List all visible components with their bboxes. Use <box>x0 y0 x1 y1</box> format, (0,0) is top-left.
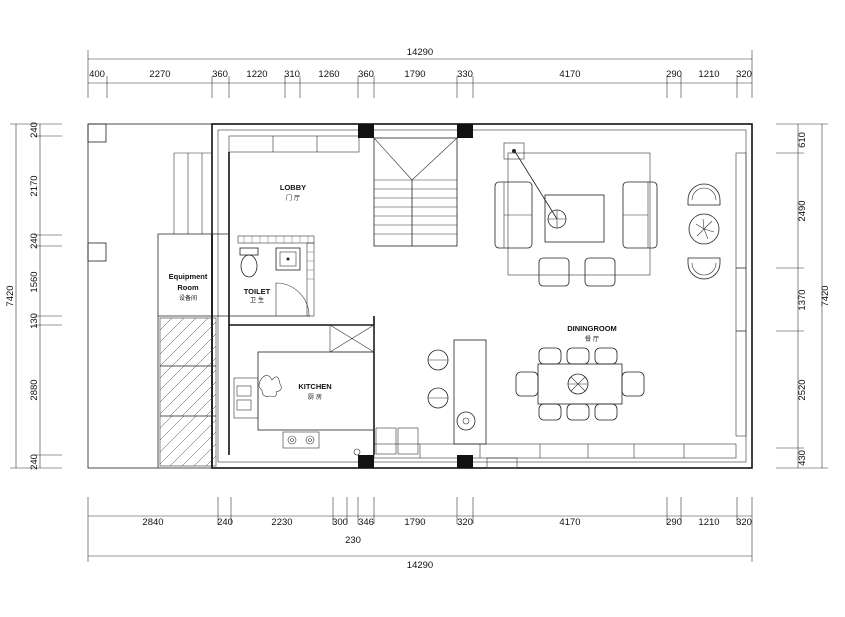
dim-top-13: 320 <box>736 69 752 80</box>
dim-bottom-extra: 230 <box>345 535 361 546</box>
dim-bottom-1: 2840 <box>142 517 163 528</box>
side-plant <box>688 213 720 245</box>
dim-right-total: 7420 <box>820 285 831 306</box>
toilet-label: TOILET <box>244 287 271 296</box>
dim-right-2: 2490 <box>797 200 808 221</box>
column-bottom-2 <box>457 455 473 468</box>
bar-sink <box>456 411 476 431</box>
dim-top-6: 1260 <box>318 69 339 80</box>
lobby-label: LOBBY <box>280 183 306 192</box>
dim-bottom-total: 14290 <box>407 560 433 571</box>
toilet-room: TOILET 卫 生 <box>237 235 315 317</box>
column-top-2 <box>457 124 473 138</box>
kitchen-fridge <box>329 324 375 353</box>
dining-room: DININGROOM 餐 厅 <box>515 324 645 421</box>
dim-bottom-10: 1210 <box>698 517 719 528</box>
toilet-door <box>275 282 310 317</box>
dim-left-5: 130 <box>29 313 40 329</box>
dim-bottom-4: 300 <box>332 517 348 528</box>
lobby-label-cn: 门 厅 <box>286 194 300 202</box>
dim-bottom-11: 320 <box>736 517 752 528</box>
top-dimension-chain: 14290 400 2270 360 1220 310 1260 360 179… <box>87 47 753 98</box>
staircase <box>373 137 458 247</box>
ottoman-2 <box>584 257 616 287</box>
living-rug <box>507 152 651 276</box>
armchair-bottom <box>687 257 721 280</box>
equipment-room-label-1: Equipment <box>169 272 208 281</box>
left-dimension-chain: 240 2170 240 1560 130 2880 240 7420 <box>5 122 62 470</box>
toilet-label-cn: 卫 生 <box>250 296 264 304</box>
dim-top-11: 290 <box>666 69 682 80</box>
dim-top-3: 360 <box>212 69 228 80</box>
column-bottom-1 <box>358 455 374 468</box>
toilet-bowl <box>240 254 258 278</box>
dim-top-7: 360 <box>358 69 374 80</box>
dim-top-12: 1210 <box>698 69 719 80</box>
dim-bottom-6: 1790 <box>404 517 425 528</box>
column-box-top-left <box>87 123 107 143</box>
dim-bottom-5: 346 <box>358 517 374 528</box>
kitchen-sink-counter <box>233 377 259 419</box>
dim-left-total: 7420 <box>5 285 16 306</box>
dim-top-8: 1790 <box>404 69 425 80</box>
lobby: LOBBY 门 厅 <box>280 183 306 202</box>
kitchen-stove <box>282 431 320 449</box>
dim-left-1: 240 <box>29 122 40 138</box>
dim-top-5: 310 <box>284 69 300 80</box>
equipment-room-label-cn: 设备间 <box>179 294 197 302</box>
dim-bottom-3: 2230 <box>271 517 292 528</box>
equipment-hatch <box>159 317 217 467</box>
right-dimension-chain: 610 2490 1370 2520 430 7420 <box>776 123 831 469</box>
dim-top-9: 330 <box>457 69 473 80</box>
ottoman-1 <box>538 257 570 287</box>
equipment-room: Equipment Room 设备间 <box>159 272 217 467</box>
building-walls <box>157 123 753 469</box>
outdoor-steps <box>173 152 212 234</box>
equipment-room-label-2: Room <box>177 283 199 292</box>
dim-left-3: 240 <box>29 233 40 249</box>
dim-left-4: 1560 <box>29 271 40 292</box>
kitchen-island <box>257 351 375 431</box>
bottom-dimension-chain: 2840 240 2230 300 346 1790 320 4170 290 … <box>87 497 753 571</box>
kitchen-label: KITCHEN <box>298 382 331 391</box>
dim-top-4: 1220 <box>246 69 267 80</box>
kitchen-label-cn: 厨 房 <box>308 393 322 401</box>
dim-top-10: 4170 <box>559 69 580 80</box>
dim-left-2: 2170 <box>29 175 40 196</box>
dining-label-cn: 餐 厅 <box>585 335 599 343</box>
dim-top-2: 2270 <box>149 69 170 80</box>
living-room <box>494 142 721 287</box>
bar-counter <box>427 339 487 445</box>
armchair-top <box>687 183 721 206</box>
dining-chairs <box>515 347 645 421</box>
dim-top-total: 14290 <box>407 47 433 58</box>
column-top-1 <box>358 124 374 138</box>
appliance-2 <box>397 427 419 455</box>
sink-counter <box>275 247 301 271</box>
kitchen-plant <box>258 375 282 397</box>
dim-right-3: 1370 <box>797 289 808 310</box>
dim-bottom-2: 240 <box>217 517 233 528</box>
dining-label: DININGROOM <box>567 324 617 333</box>
dim-right-4: 2520 <box>797 379 808 400</box>
dim-right-5: 430 <box>797 450 808 466</box>
column-box-mid-left <box>87 242 107 262</box>
coffee-table <box>544 194 605 243</box>
dim-right-1: 610 <box>797 132 808 148</box>
appliance-1 <box>375 427 397 455</box>
dim-left-6: 2880 <box>29 379 40 400</box>
kitchen: KITCHEN 厨 房 <box>233 324 419 456</box>
dim-left-7: 240 <box>29 454 40 470</box>
entrance-step <box>486 457 518 469</box>
dim-bottom-8: 4170 <box>559 517 580 528</box>
dim-bottom-9: 290 <box>666 517 682 528</box>
dim-bottom-7: 320 <box>457 517 473 528</box>
toilet-tank <box>239 247 259 256</box>
dim-top-1: 400 <box>89 69 105 80</box>
lamp-line <box>513 149 558 220</box>
